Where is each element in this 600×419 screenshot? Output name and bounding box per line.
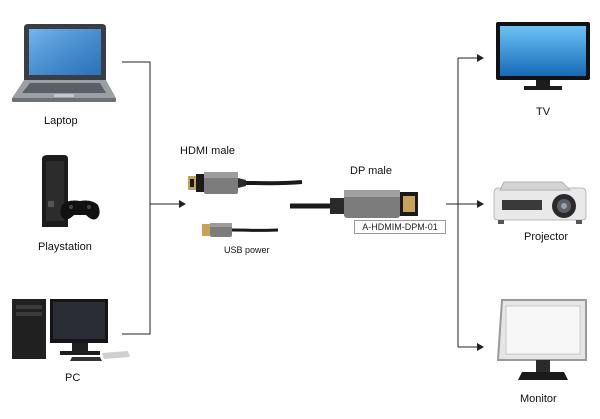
pc-label: PC (65, 372, 81, 384)
playstation-label: Playstation (38, 241, 92, 253)
tv-label: TV (536, 106, 551, 118)
tv-icon (496, 22, 590, 90)
projector-icon (493, 181, 587, 224)
monitor-label: Monitor (520, 393, 557, 405)
projector-label: Projector (524, 231, 569, 243)
hdmi-male-label: HDMI male (180, 145, 236, 157)
hdmi-cable-icon (188, 172, 303, 194)
arrow-to-cable (179, 200, 186, 208)
usb-cable-icon (202, 223, 279, 237)
model-number-box: A-HDMIM-DPM-01 (354, 220, 446, 234)
source-bracket-line (122, 61, 151, 335)
game-console-icon (42, 155, 100, 227)
desktop-pc-icon (12, 299, 130, 361)
usb-power-label: USB power (224, 245, 270, 255)
dp-connector-icon (290, 190, 418, 218)
arrow-to-tv (477, 54, 484, 62)
arrow-to-projector (477, 200, 484, 208)
dp-male-label: DP male (350, 165, 392, 177)
laptop-label: Laptop (44, 115, 78, 127)
monitor-icon (496, 299, 587, 380)
arrow-to-monitor (477, 343, 484, 351)
laptop-icon (12, 24, 116, 102)
